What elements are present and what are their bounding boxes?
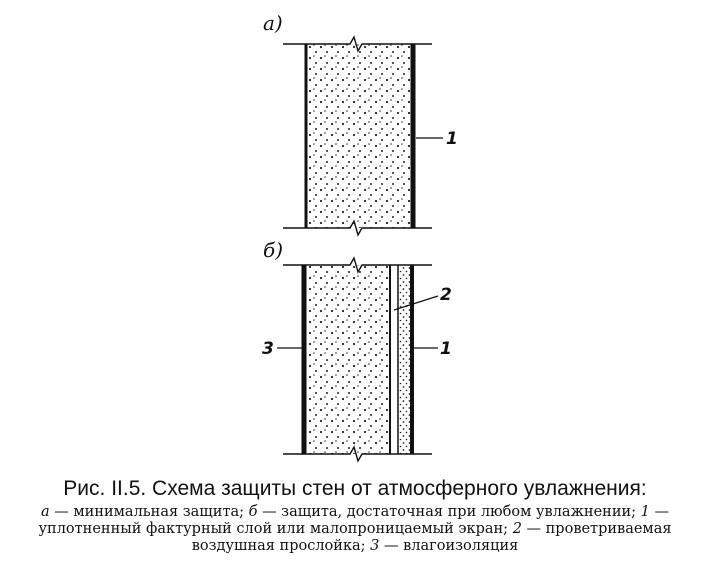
- figure-caption: Рис. II.5. Схема защиты стен от атмосфер…: [0, 470, 710, 555]
- legend-text-1: — уплотненный фактурный слой или малопро…: [38, 504, 670, 537]
- wall-b-screen: [399, 265, 411, 454]
- break-line-bottom-b: [283, 445, 432, 463]
- legend-key-1: 1: [640, 504, 650, 520]
- callout-leader-b2: [393, 295, 439, 311]
- callout-b3: 3: [262, 339, 274, 359]
- legend-key-3: 3: [370, 538, 380, 554]
- legend-key-a: а: [41, 504, 50, 520]
- caption-title: Рис. II.5. Схема защиты стен от атмосфер…: [63, 477, 647, 500]
- legend-text-b: — защита, достаточная при любом увлажнен…: [257, 504, 641, 520]
- break-line-bottom-a: [283, 219, 432, 237]
- wall-a-masonry: [306, 44, 413, 228]
- callout-b2: 2: [440, 285, 452, 305]
- legend-text-2: — проветриваемая воздушная прослойка;: [191, 521, 672, 554]
- wall-b-masonry: [304, 265, 390, 454]
- legend-text-3: — влагоизоляция: [379, 538, 519, 554]
- panel-a-label: а): [263, 11, 283, 35]
- caption-legend: а — минимальная защита; б — защита, дост…: [0, 504, 710, 555]
- panel-b: б) 2 1 3: [262, 238, 452, 463]
- wall-protection-diagram: а) 1 б) 2 1 3: [262, 11, 458, 463]
- legend-key-2: 2: [512, 521, 522, 537]
- legend-key-b: б: [248, 504, 258, 520]
- break-line-top-b: [283, 256, 432, 274]
- callout-a1: 1: [446, 129, 458, 149]
- panel-a: а) 1: [263, 11, 458, 237]
- panel-b-label: б): [263, 238, 283, 262]
- break-line-top-a: [283, 35, 432, 53]
- callout-b1: 1: [440, 339, 452, 359]
- legend-text-a: — минимальная защита;: [49, 504, 249, 520]
